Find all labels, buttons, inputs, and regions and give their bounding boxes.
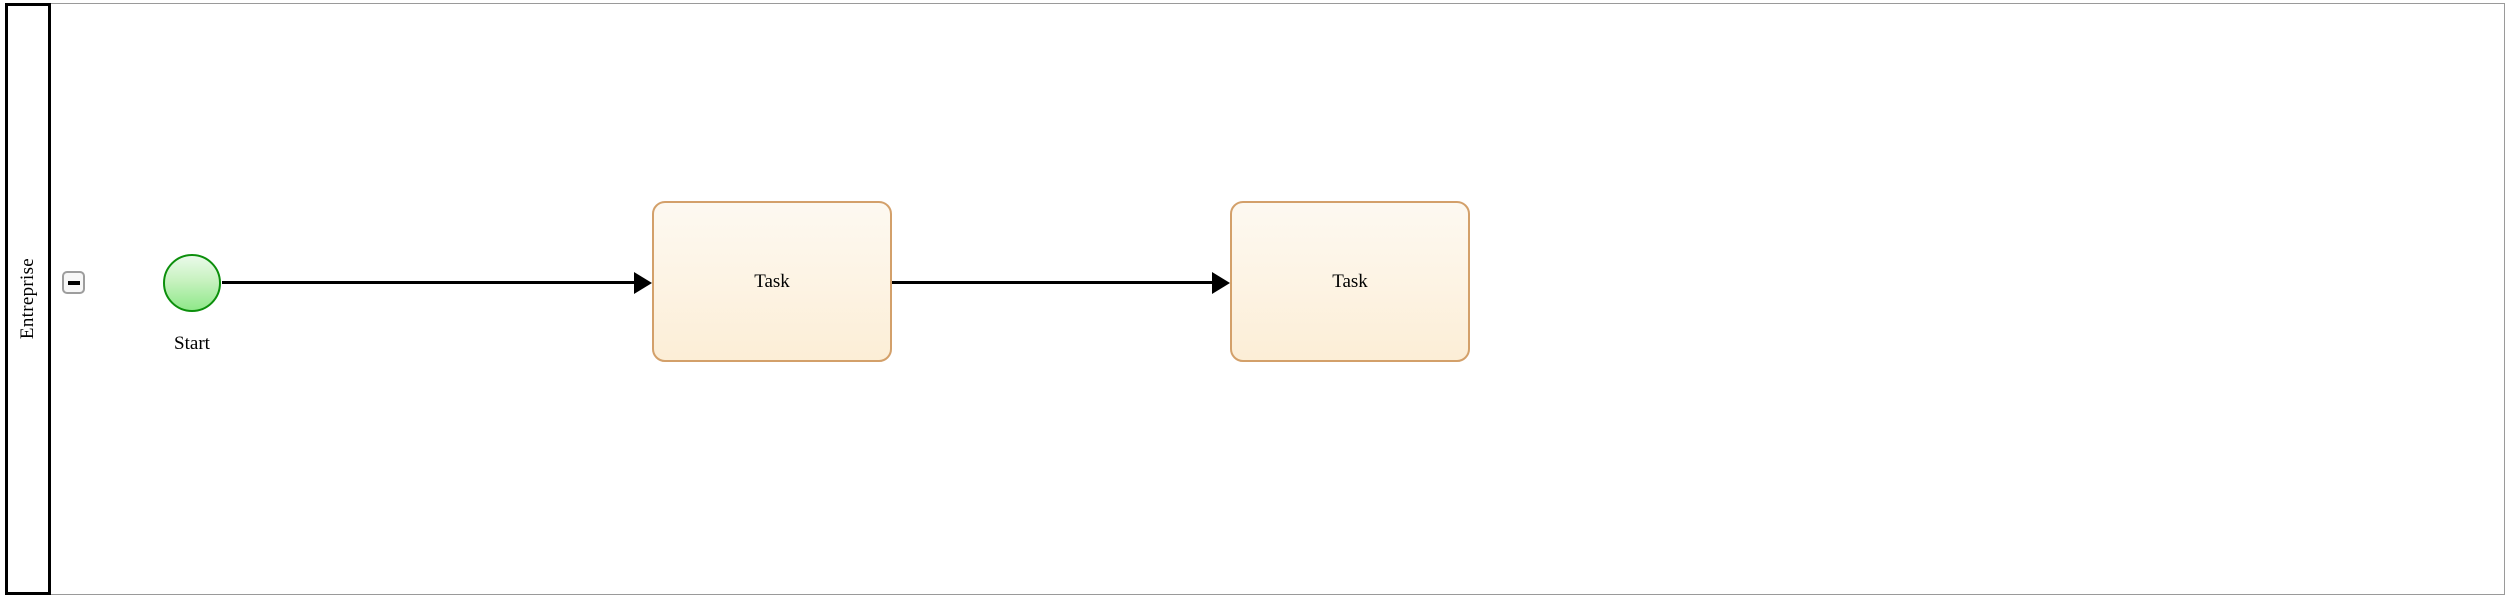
task-node-1[interactable]: Task <box>652 201 892 362</box>
minus-icon <box>67 280 80 285</box>
lane-header-entreprise[interactable]: Entreprise <box>5 3 51 595</box>
start-event-label: Start <box>174 333 210 354</box>
collapse-lane-toggle[interactable] <box>62 271 85 294</box>
task-node-2[interactable]: Task <box>1230 201 1470 362</box>
arrowhead-icon <box>634 272 652 294</box>
task-label: Task <box>1332 270 1368 292</box>
sequence-flow-task1-to-task2[interactable] <box>892 281 1220 284</box>
sequence-flow-start-to-task1[interactable] <box>222 281 642 284</box>
lane-title-label: Entreprise <box>17 258 38 340</box>
task-label: Task <box>754 270 790 292</box>
arrowhead-icon <box>1212 272 1230 294</box>
start-event-node[interactable] <box>163 254 221 312</box>
